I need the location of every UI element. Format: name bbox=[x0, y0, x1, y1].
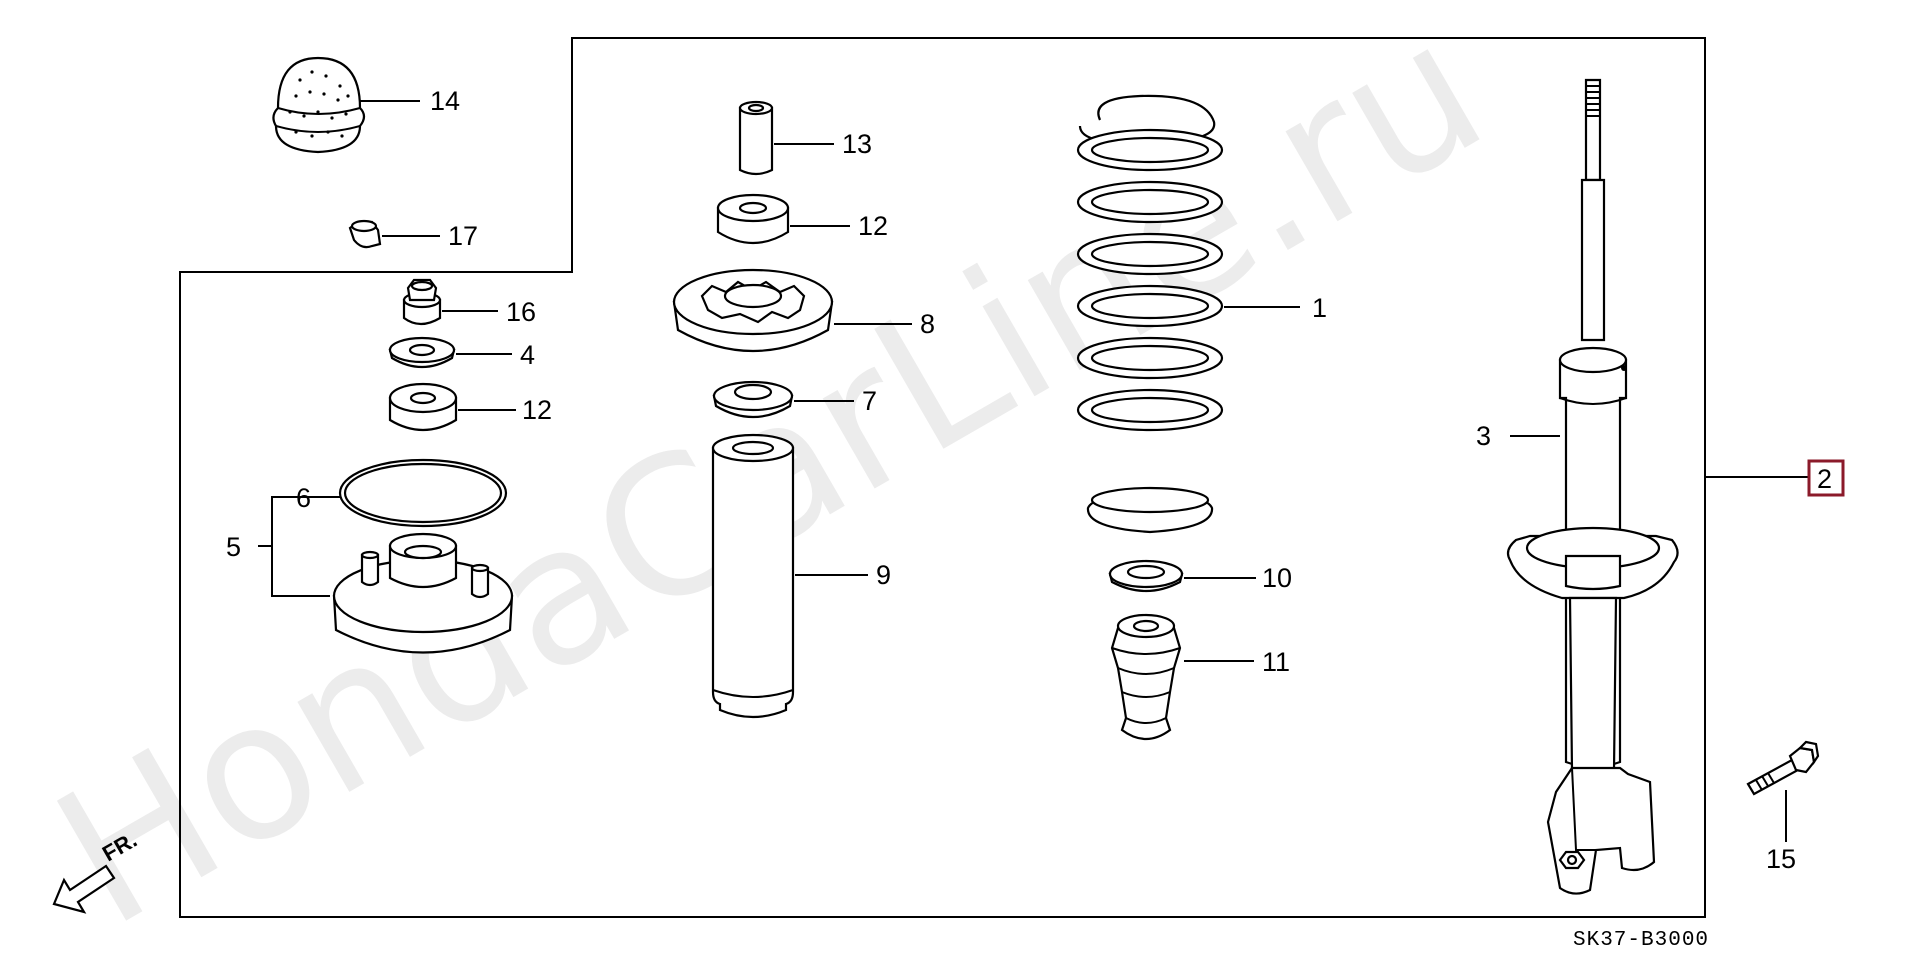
callout-11: 11 bbox=[1262, 647, 1290, 677]
part-4-washer[interactable] bbox=[388, 336, 456, 368]
part-12-bushing-left[interactable] bbox=[388, 382, 458, 431]
part-5-mount-base[interactable] bbox=[332, 532, 514, 654]
callout-4: 4 bbox=[520, 340, 535, 370]
part-1-coil-spring[interactable] bbox=[1076, 94, 1224, 534]
callout-6: 6 bbox=[296, 483, 311, 513]
callout-7: 7 bbox=[862, 386, 877, 416]
diagram-code: SK37-B3000 bbox=[1573, 929, 1709, 952]
callout-15: 15 bbox=[1766, 844, 1796, 874]
part-17-nut[interactable] bbox=[348, 219, 382, 249]
callout-3: 3 bbox=[1476, 421, 1491, 451]
callout-17: 17 bbox=[448, 221, 478, 251]
part-16-flange-nut[interactable] bbox=[402, 278, 442, 326]
callout-2-highlight-box[interactable] bbox=[1807, 459, 1845, 497]
callout-12-center: 12 bbox=[858, 211, 888, 241]
callout-9: 9 bbox=[876, 560, 891, 590]
part-10-spring-seat[interactable] bbox=[1108, 559, 1184, 592]
callout-2[interactable]: 2 bbox=[1817, 464, 1832, 494]
part-14-dust-cap[interactable] bbox=[272, 56, 366, 154]
callout-14: 14 bbox=[430, 86, 460, 116]
callout-16: 16 bbox=[506, 297, 536, 327]
callout-5: 5 bbox=[226, 532, 241, 562]
callout-1: 1 bbox=[1312, 293, 1327, 323]
part-7-bearing-plate[interactable] bbox=[712, 380, 794, 419]
part-8-upper-mount[interactable] bbox=[672, 268, 834, 352]
callout-12-left: 12 bbox=[522, 395, 552, 425]
part-11-bump-stop[interactable] bbox=[1110, 613, 1182, 741]
part-12-bushing-center[interactable] bbox=[716, 193, 790, 244]
part-9-dust-boot[interactable] bbox=[711, 433, 795, 719]
callout-8: 8 bbox=[920, 309, 935, 339]
diagram-frame bbox=[179, 37, 1706, 918]
part-3-shock-absorber[interactable] bbox=[1506, 78, 1679, 895]
part-15-bolt[interactable] bbox=[1746, 740, 1820, 796]
part-13-sleeve[interactable] bbox=[738, 100, 774, 176]
callout-13: 13 bbox=[842, 129, 872, 159]
callout-10: 10 bbox=[1262, 563, 1292, 593]
part-6-o-ring[interactable] bbox=[338, 458, 508, 528]
